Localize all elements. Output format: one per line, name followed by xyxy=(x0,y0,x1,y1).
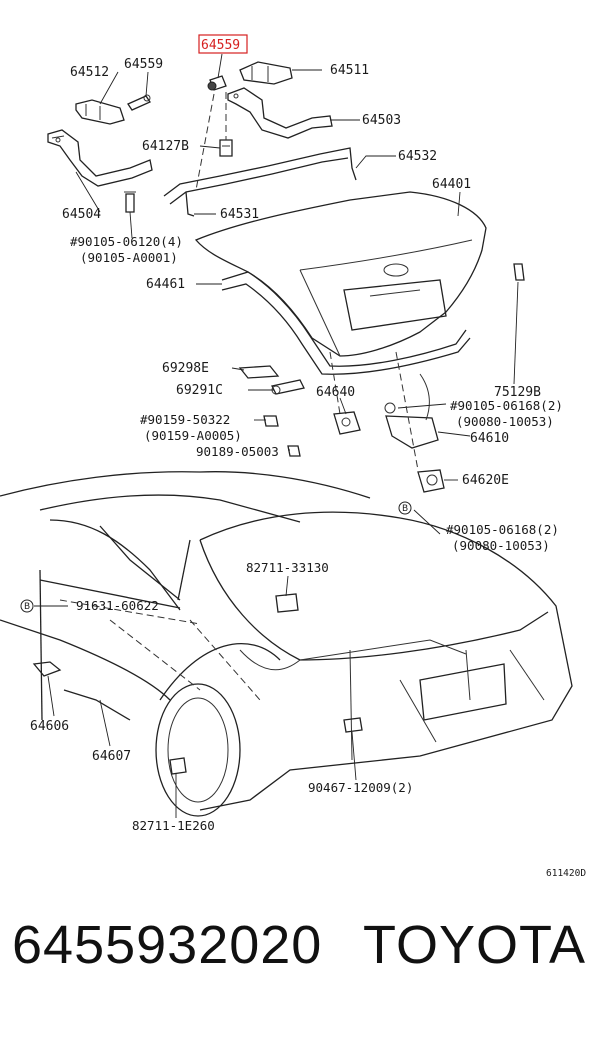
label-64127B: 64127B xyxy=(142,139,189,154)
label-64512: 64512 xyxy=(70,65,109,80)
footer-brand: TOYOTA xyxy=(362,915,586,975)
label-69298E: 69298E xyxy=(162,361,209,376)
highlight-box xyxy=(198,34,248,54)
hinge-left-64504 xyxy=(47,129,153,187)
label-90467-12009: 90467-12009(2) xyxy=(308,780,413,795)
bumper-75129B xyxy=(513,263,525,281)
label-82711-33130: 82711-33130 xyxy=(246,560,329,575)
diagram-code: 611420D xyxy=(546,868,586,879)
footer: 6455932020 TOYOTA xyxy=(0,910,600,1030)
ref-circle-b-2-text: B xyxy=(24,602,30,612)
lock-64610 xyxy=(384,373,439,449)
torsion-bars xyxy=(163,147,357,217)
label-64606: 64606 xyxy=(30,719,69,734)
connector-82711-33130 xyxy=(275,593,299,613)
connector-82711-1E260 xyxy=(169,757,187,775)
hinge-bracket-64511 xyxy=(239,61,293,85)
label-bolt-90080-10053-a: (90080-10053) xyxy=(456,414,554,429)
weatherstrip-64461 xyxy=(221,271,471,375)
label-64640: 64640 xyxy=(316,385,355,400)
label-clip-90189-05003: 90189-05003 xyxy=(196,444,279,459)
screw-90159-50322 xyxy=(263,415,279,427)
bolt-90105-06120 xyxy=(124,191,136,213)
label-64503: 64503 xyxy=(362,113,401,128)
label-64607: 64607 xyxy=(92,749,131,764)
striker-64620E xyxy=(417,469,445,493)
label-bolt-90080-10053-b: (90080-10053) xyxy=(452,538,550,553)
clip-90189-05003 xyxy=(287,445,301,457)
hinge-bracket-64512 xyxy=(75,99,125,125)
clip-90467-12009 xyxy=(343,717,363,733)
clip-64127B xyxy=(219,139,233,157)
label-64620E: 64620E xyxy=(462,473,509,488)
label-69291C: 69291C xyxy=(176,383,223,398)
label-64461: 64461 xyxy=(146,277,185,292)
label-82711-1E260: 82711-1E260 xyxy=(132,818,215,833)
bolt-64559-highlighted xyxy=(207,75,227,91)
label-64531: 64531 xyxy=(220,207,259,222)
label-64532: 64532 xyxy=(398,149,437,164)
label-64559: 64559 xyxy=(124,57,163,72)
cylinder-69291C xyxy=(271,379,305,395)
label-64401: 64401 xyxy=(432,177,471,192)
label-bolt-90105-06168-a: #90105-06168(2) xyxy=(450,398,563,413)
label-screw-90159-50322: #90159-50322 xyxy=(140,412,230,427)
footer-part-number: 6455932020 xyxy=(12,915,323,975)
label-75129B: 75129B xyxy=(494,385,541,400)
label-bolt-90105-06120: #90105-06120(4) xyxy=(70,234,183,249)
label-64610: 64610 xyxy=(470,431,509,446)
latch-64640 xyxy=(333,411,361,435)
label-screw-90159-A0005: (90159-A0005) xyxy=(144,428,242,443)
label-bolt-90105-A0001: (90105-A0001) xyxy=(80,250,178,265)
label-91631-60622: 91631-60622 xyxy=(76,598,159,613)
cable-64607 xyxy=(63,689,131,721)
opener-lever-64606 xyxy=(32,661,62,677)
leader-lines xyxy=(34,53,519,818)
label-64559-highlighted: 64559 xyxy=(201,38,240,53)
ref-circle-b-2 xyxy=(20,599,34,613)
car-body xyxy=(0,471,573,817)
hinge-right-64503 xyxy=(227,87,333,139)
ref-circle-b-1 xyxy=(398,501,412,515)
label-bolt-90105-06168-b: #90105-06168(2) xyxy=(446,522,559,537)
label-64504: 64504 xyxy=(62,207,101,222)
pad-69298E xyxy=(238,365,280,379)
label-64511: 64511 xyxy=(330,63,369,78)
ref-circle-b-1-text: B xyxy=(402,504,408,514)
bolt-64559 xyxy=(127,94,151,111)
parts-diagram: 64512 64559 64559 64511 64503 64127B 645… xyxy=(0,34,586,879)
